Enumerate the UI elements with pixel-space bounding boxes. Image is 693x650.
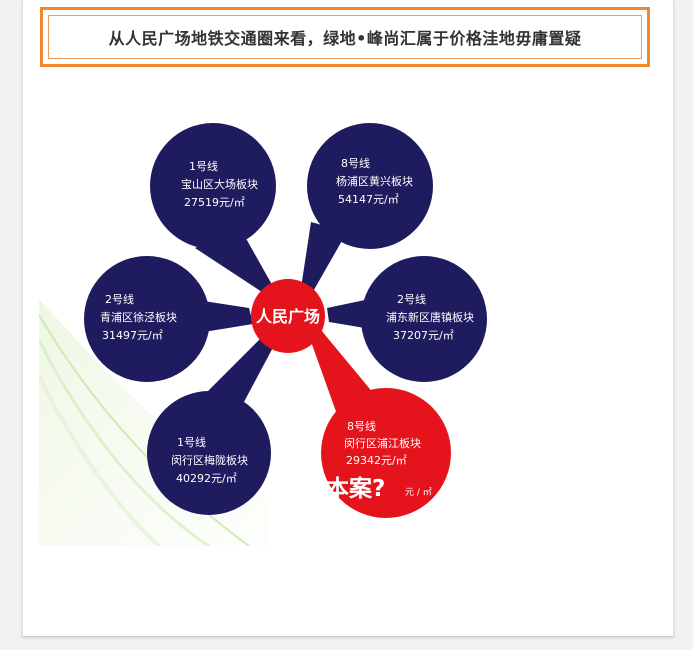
node-price: 54147元/㎡: [338, 193, 399, 206]
project-unit-label: 元 / ㎡: [405, 487, 432, 498]
bubble-top-right: [307, 123, 433, 249]
diagram-svg: 人民广场 1号线 宝山区大场板块 27519元/㎡ 8号线 杨浦区黄兴板块 54…: [39, 123, 487, 546]
bubble-left: [84, 256, 210, 382]
decor-swoosh-4: [39, 374, 161, 546]
node-line: 1号线: [189, 159, 218, 173]
node-area: 宝山区大场板块: [181, 177, 258, 191]
decor-swoosh-2: [39, 314, 250, 546]
node-area: 闵行区浦江板块: [344, 436, 421, 450]
node-price: 27519元/㎡: [184, 196, 245, 209]
subway-price-diagram: 人民广场 1号线 宝山区大场板块 27519元/㎡ 8号线 杨浦区黄兴板块 54…: [39, 100, 504, 546]
title-frame: 从人民广场地铁交通圈来看，绿地•峰尚汇属于价格洼地毋庸置疑: [40, 7, 650, 67]
node-price: 29342元/㎡: [346, 454, 407, 467]
article-card: 从人民广场地铁交通圈来看，绿地•峰尚汇属于价格洼地毋庸置疑: [22, 0, 674, 637]
title-inner-frame: 从人民广场地铁交通圈来看，绿地•峰尚汇属于价格洼地毋庸置疑: [48, 15, 642, 59]
node-area: 杨浦区黄兴板块: [336, 174, 413, 188]
article-heading: 从人民广场地铁交通圈来看，绿地•峰尚汇属于价格洼地毋庸置疑: [108, 29, 582, 48]
node-line: 8号线: [347, 419, 376, 433]
connector-top-right: [301, 222, 347, 295]
node-price: 40292元/㎡: [176, 472, 237, 485]
project-question-label: 本案?: [326, 475, 385, 502]
bubble-right: [361, 256, 487, 382]
node-price: 37207元/㎡: [393, 329, 454, 342]
hub-circle: [251, 279, 325, 353]
node-area: 闵行区梅陇板块: [171, 453, 248, 467]
bubble-top-left: [150, 123, 276, 249]
node-area: 青浦区徐泾板块: [100, 310, 177, 324]
bubble-bottom-left: [147, 391, 271, 515]
node-price: 31497元/㎡: [102, 329, 163, 342]
node-area: 浦东新区唐镇板块: [386, 310, 474, 324]
node-line: 2号线: [105, 292, 134, 306]
bubble-bottom-right: [321, 388, 451, 518]
node-line: 1号线: [177, 435, 206, 449]
node-line: 8号线: [341, 156, 370, 170]
hub-label: 人民广场: [256, 307, 320, 326]
decor-swoosh-3: [39, 339, 210, 546]
node-line: 2号线: [397, 292, 426, 306]
